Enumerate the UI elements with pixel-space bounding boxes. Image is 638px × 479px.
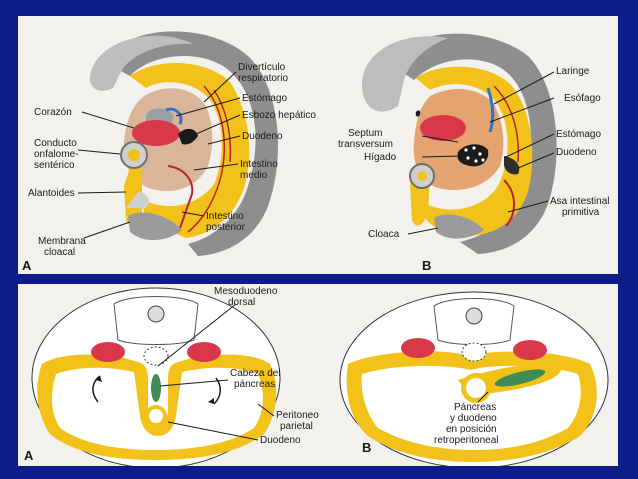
- label-duodeno-a: Duodeno: [242, 131, 283, 142]
- label-intestino-medio-1: Intestino: [240, 159, 278, 170]
- label-higado: Hígado: [364, 152, 397, 163]
- label-asa-2: primitiva: [562, 207, 600, 218]
- embryo-b-drawing: [361, 33, 557, 254]
- label-diverticulo-2: respiratorio: [238, 73, 289, 84]
- label-estomago-a: Estómago: [242, 93, 288, 104]
- label-septum-1: Septum: [348, 128, 383, 139]
- panel-letter-bottom-a: A: [24, 448, 34, 463]
- label-pancreas-1: Páncreas: [454, 402, 497, 413]
- label-cabeza-1: Cabeza del: [230, 368, 281, 379]
- label-duodeno-b: Duodeno: [556, 147, 597, 158]
- panel-letter-bottom-b: B: [362, 440, 372, 455]
- label-membrana-1: Membrana: [38, 236, 86, 247]
- embryo-sagittal-panel: Divertículo respiratorio Estómago Esbozo…: [18, 16, 618, 274]
- label-intestino-medio-2: medio: [240, 170, 268, 181]
- panel-letter-top-a: A: [22, 258, 32, 273]
- label-cloaca: Cloaca: [368, 229, 400, 240]
- label-pancreas-4: retroperitoneal: [434, 435, 499, 446]
- cross-section-illustration: [31, 287, 609, 466]
- label-cabeza-2: páncreas: [234, 379, 276, 390]
- label-estomago-b: Estómago: [556, 129, 602, 140]
- label-corazon: Corazón: [34, 107, 72, 118]
- label-conducto-2: onfalome-: [34, 149, 79, 160]
- label-pancreas-2: y duodeno: [450, 413, 497, 424]
- label-alantoides: Alantoides: [28, 188, 75, 199]
- label-conducto-1: Conducto: [34, 138, 77, 149]
- panel-letter-top-b: B: [422, 258, 432, 273]
- label-septum-2: transversum: [338, 139, 394, 150]
- label-peritoneo-1: Peritoneo: [276, 410, 319, 421]
- label-intestino-posterior-2: posterior: [206, 222, 245, 233]
- label-esbozo: Esbozo hepático: [242, 110, 316, 121]
- embryo-sagittal-illustration: [77, 31, 557, 256]
- label-diverticulo-1: Divertículo: [238, 62, 286, 73]
- label-laringe: Laringe: [556, 66, 590, 77]
- label-intestino-posterior-1: Intestino: [206, 211, 244, 222]
- embryo-a-drawing: [89, 31, 279, 256]
- section-a-drawing: [31, 287, 281, 466]
- section-b-drawing: [339, 291, 609, 466]
- label-esofago: Esófago: [564, 93, 601, 104]
- label-conducto-3: sentérico: [34, 160, 75, 171]
- label-peritoneo-2: parietal: [280, 421, 313, 432]
- label-asa-1: Asa intestinal: [550, 196, 610, 207]
- cross-section-panel: Mesoduodeno dorsal Cabeza del páncreas P…: [18, 284, 618, 466]
- label-mesoduodeno-2: dorsal: [228, 297, 256, 308]
- label-duodeno-bottom: Duodeno: [260, 435, 301, 446]
- label-pancreas-3: en posición: [446, 424, 497, 435]
- label-mesoduodeno-1: Mesoduodeno: [214, 286, 278, 297]
- label-membrana-2: cloacal: [44, 247, 76, 258]
